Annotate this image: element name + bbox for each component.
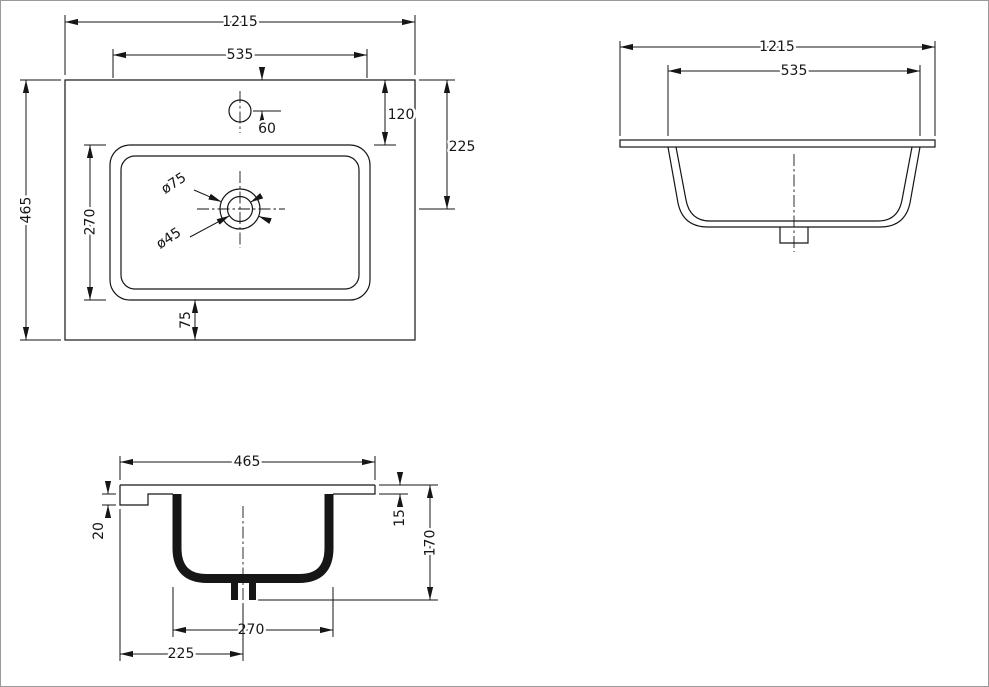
dim-section-top-thickness: 15 bbox=[379, 472, 411, 529]
dim-text: 535 bbox=[781, 63, 808, 79]
basin-inner-rim bbox=[120, 155, 360, 290]
bowl-section-wall bbox=[172, 494, 334, 583]
dim-plan-basin-width: 535 bbox=[112, 45, 368, 78]
dim-text: 535 bbox=[227, 47, 254, 63]
drain-pipe-wall-left bbox=[231, 579, 238, 600]
basin-outer-rim bbox=[109, 144, 371, 301]
dim-text: 1215 bbox=[222, 14, 258, 30]
dim-text: 120 bbox=[388, 107, 415, 123]
countertop-slab bbox=[619, 139, 936, 148]
back-edge-profile bbox=[333, 485, 376, 495]
front-edge-profile bbox=[119, 485, 173, 506]
dim-text: 60 bbox=[258, 121, 276, 137]
dim-text: 465 bbox=[234, 454, 261, 470]
dim-front-basin-width: 535 bbox=[667, 61, 921, 136]
dim-section-total-height: 170 bbox=[258, 484, 441, 601]
dim-text: 225 bbox=[168, 646, 195, 662]
dim-plan-faucet-offset: 60 bbox=[253, 67, 281, 140]
section-view: 465 20 15 170 270 bbox=[89, 452, 442, 665]
dim-section-edge-drop: 20 bbox=[89, 481, 116, 542]
dim-text: 20 bbox=[91, 522, 107, 540]
dim-plan-outer-depth: 465 bbox=[16, 79, 61, 341]
leader-line bbox=[258, 215, 272, 225]
dim-text: 170 bbox=[423, 530, 439, 557]
dim-plan-drain-offset: 225 bbox=[419, 79, 478, 210]
dim-text: 75 bbox=[178, 311, 194, 329]
dim-plan-basin-front-offset: 120 bbox=[374, 80, 417, 146]
drain-pipe-wall-right bbox=[249, 579, 256, 600]
dim-text: 15 bbox=[392, 509, 408, 527]
front-view: 1215 535 bbox=[619, 37, 936, 252]
dim-front-outer-width: 1215 bbox=[619, 37, 936, 136]
leader-line bbox=[189, 215, 230, 238]
dim-text: 1215 bbox=[759, 39, 795, 55]
leader-line bbox=[193, 189, 222, 203]
dim-text: 225 bbox=[449, 139, 476, 155]
plan-view: 1215 535 465 120 225 bbox=[16, 12, 478, 341]
dim-plan-basin-depth: 270 bbox=[80, 144, 106, 301]
dim-text: 270 bbox=[238, 622, 265, 638]
dim-plan-basin-back-gap: 75 bbox=[176, 300, 199, 340]
dim-section-outer-depth: 465 bbox=[119, 452, 376, 480]
dim-section-drain-from-front: 225 bbox=[119, 509, 244, 665]
dim-plan-outer-width: 1215 bbox=[64, 12, 416, 75]
leader-line bbox=[250, 192, 264, 203]
dim-text: 465 bbox=[19, 197, 35, 224]
dim-text: 270 bbox=[83, 209, 99, 236]
